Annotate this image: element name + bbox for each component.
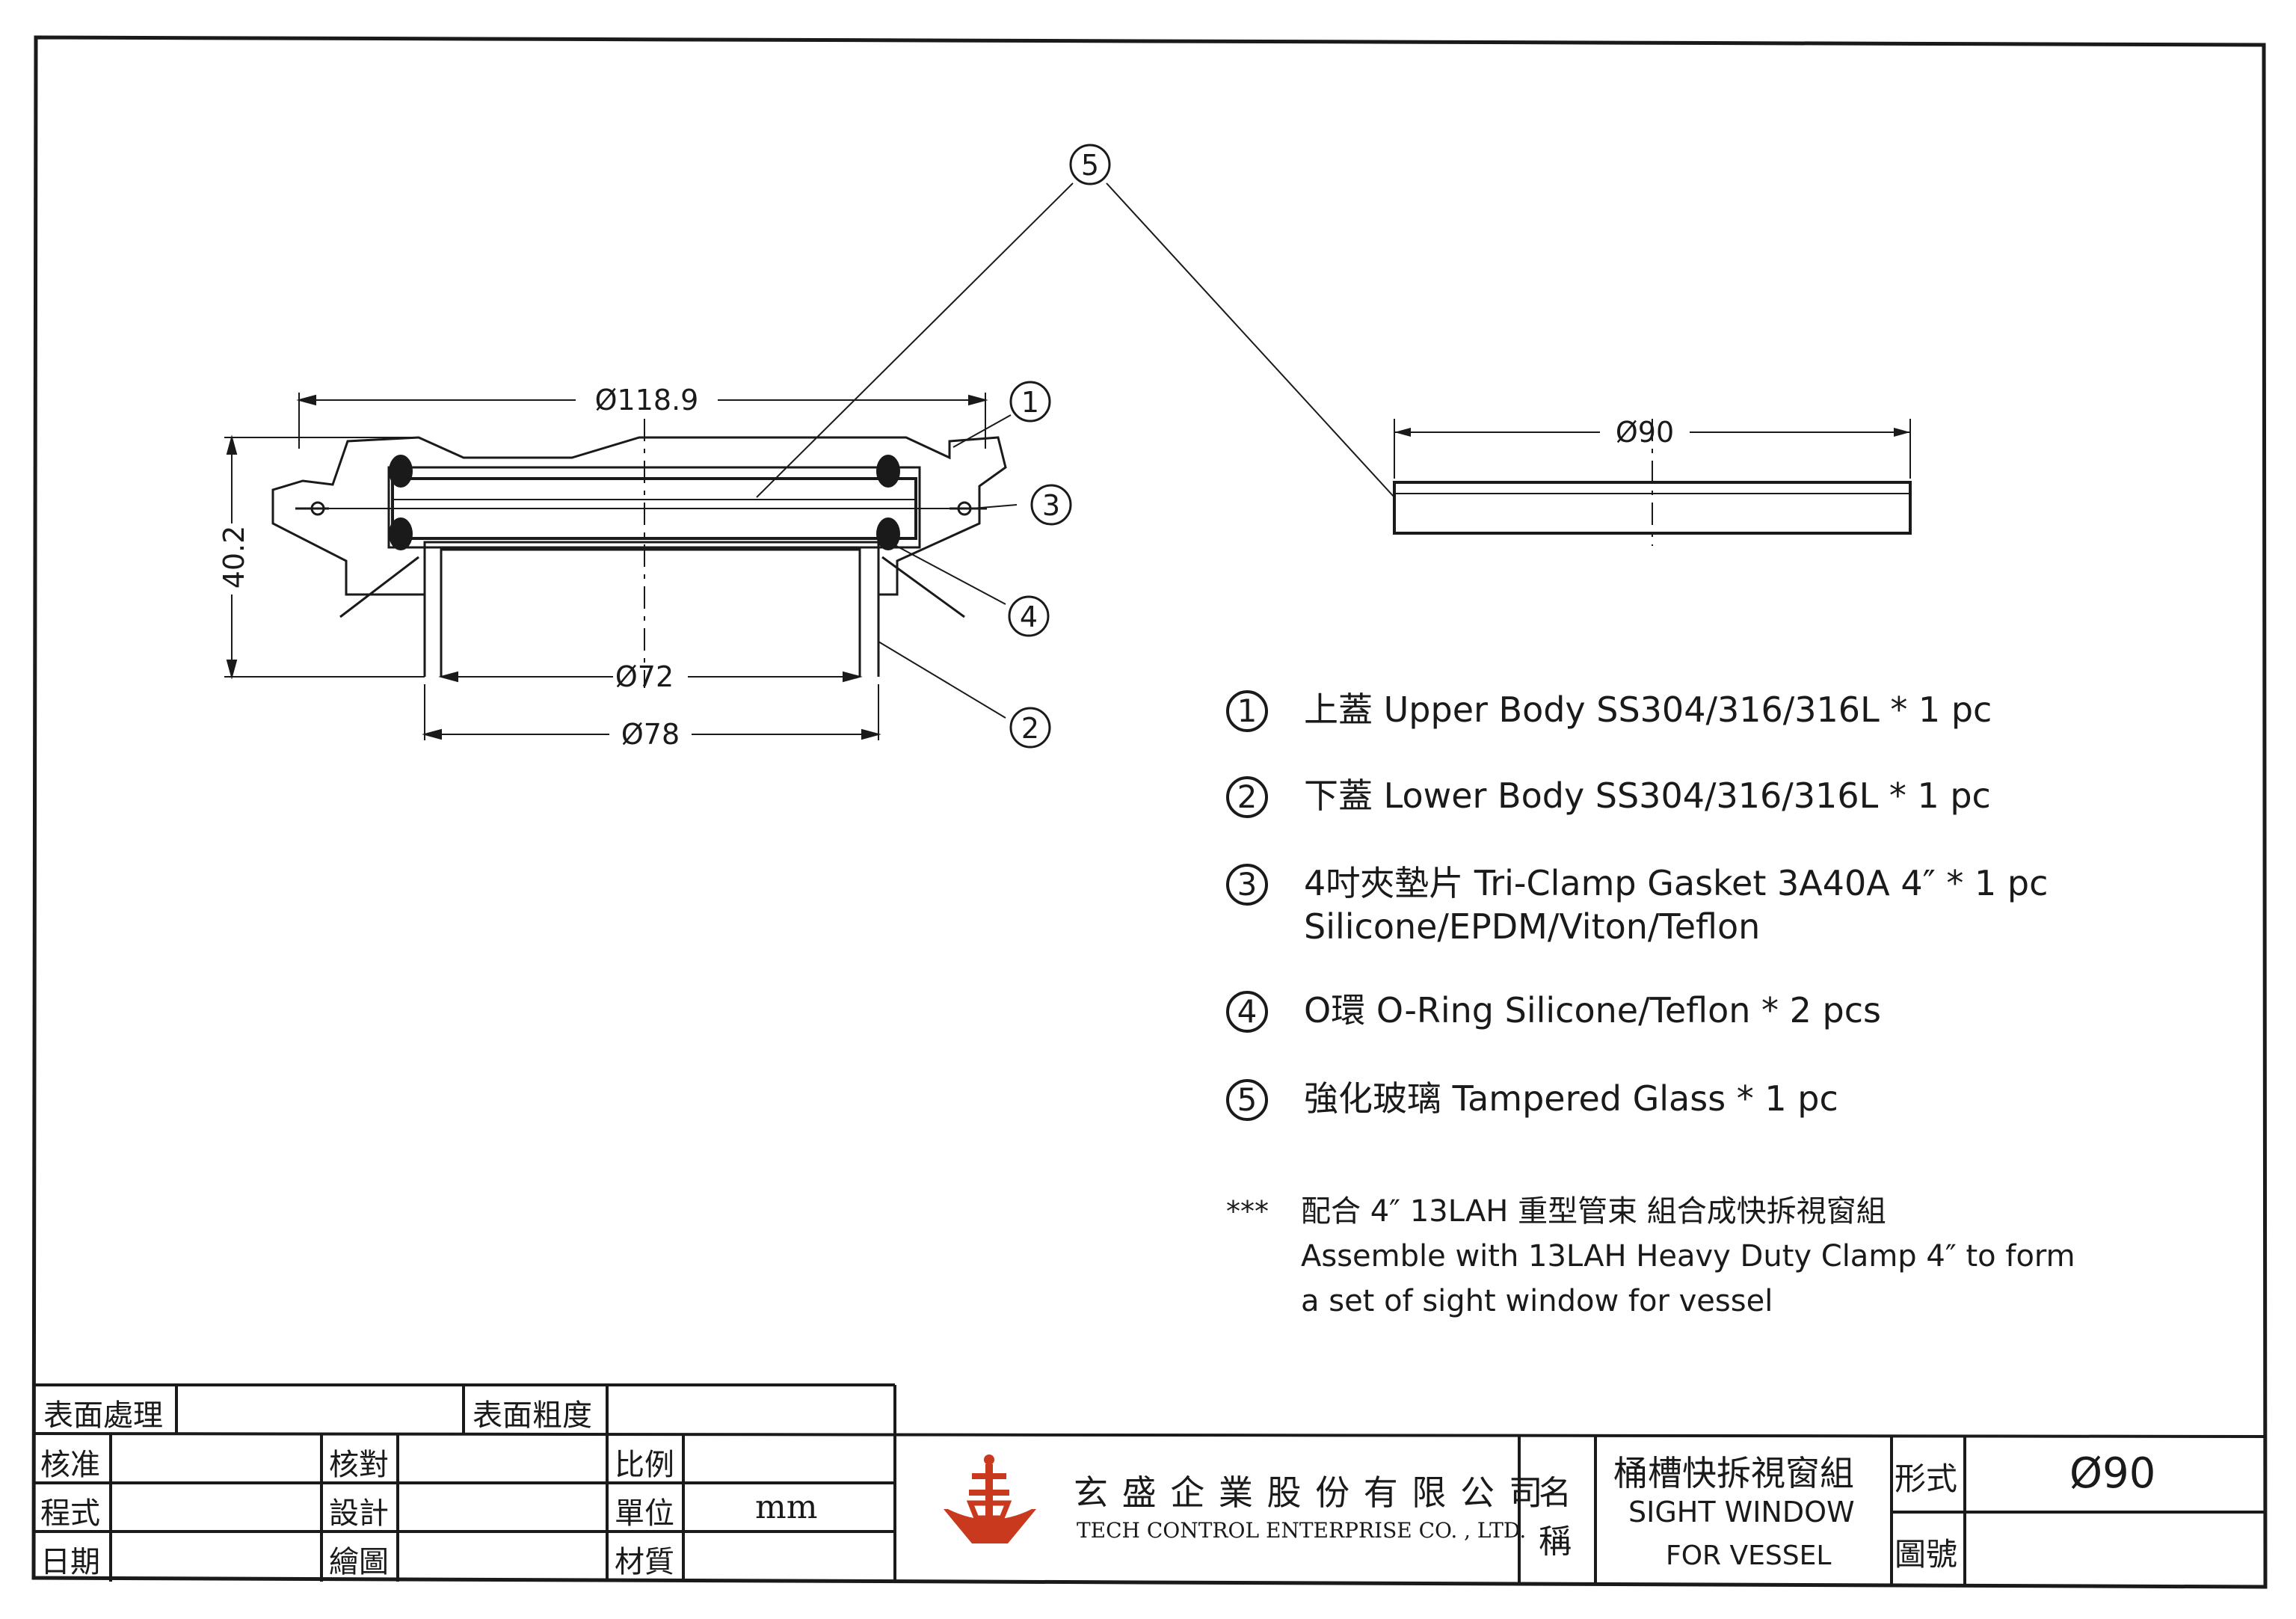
part-item-3: 3 4吋夾墊片 Tri-Clamp Gasket 3A40A 4″ * 1 pc… [1226,863,2048,950]
leader-lines [756,182,1395,719]
product-name-cn: 桶槽快拆視窗組 [1613,1453,1854,1493]
label-type: 形式 [1895,1460,1958,1497]
label-surface-roughness: 表面粗度 [473,1398,592,1433]
company-name-en: TECH CONTROL ENTERPRISE CO. , LTD. [1077,1518,1527,1543]
o-ring-right-top [876,455,900,488]
label-date: 日期 [40,1545,100,1579]
product-name-en-1: SIGHT WINDOW [1628,1496,1855,1529]
label-name-2: 稱 [1539,1523,1572,1561]
company-logo [944,1454,1036,1543]
svg-text:4: 4 [1020,600,1038,633]
title-block-grid [33,1383,2265,1584]
svg-text:1: 1 [1021,386,1039,419]
part-number-2: 2 [1226,776,1268,818]
note-line-2: Assemble with 13LAH Heavy Duty Clamp 4″ … [1301,1239,2075,1274]
part-text-2: 下蓋 Lower Body SS304/316/316L * 1 pc [1304,775,1991,816]
part-number-5: 5 [1226,1079,1268,1121]
label-material: 材質 [615,1545,674,1579]
part-item-4: 4 O環 O-Ring Silicone/Teflon * 2 pcs [1226,990,1881,1034]
o-ring-right-bottom [876,517,900,550]
label-scale: 比例 [615,1448,674,1482]
label-check: 核對 [329,1448,389,1482]
o-ring-left-bottom [389,517,413,550]
callout-5: 5 [1069,144,1111,185]
o-ring-left-top [389,455,413,488]
svg-text:2: 2 [1021,712,1039,745]
part-text-5: 強化玻璃 Tampered Glass * 1 pc [1304,1078,1838,1119]
dim-glass-diameter: Ø90 [1616,416,1674,449]
label-unit: 單位 [615,1496,674,1531]
part-item-2: 2 下蓋 Lower Body SS304/316/316L * 1 pc [1226,775,1991,820]
glass-detail [1393,419,1912,546]
sheet-border [31,35,2268,1589]
callout-1: 1 [1009,381,1051,423]
note-line-3: a set of sight window for vessel [1301,1284,1773,1318]
company-name-cn: 玄 盛 企 業 股 份 有 限 公 司 [1074,1472,1545,1513]
label-process: 程式 [40,1496,100,1531]
part-text-1: 上蓋 Upper Body SS304/316/316L * 1 pc [1304,689,1992,730]
label-approved: 核准 [40,1448,100,1482]
label-drawing: 繪圖 [329,1545,389,1579]
section-view [271,419,1007,688]
callout-3: 3 [1030,484,1072,526]
part-item-5: 5 強化玻璃 Tampered Glass * 1 pc [1226,1078,1838,1122]
part-number-4: 4 [1226,991,1268,1033]
svg-text:5: 5 [1081,149,1099,182]
unit-value: mm [755,1488,818,1526]
type-value: Ø90 [2069,1449,2156,1498]
label-drawing-no: 圖號 [1895,1536,1958,1573]
label-design: 設計 [329,1496,389,1531]
dim-inner-bore: Ø72 [615,660,674,693]
part-text-4: O環 O-Ring Silicone/Teflon * 2 pcs [1304,990,1882,1030]
dim-upper-width: Ø118.9 [595,384,699,417]
part-number-1: 1 [1226,690,1268,732]
dim-outer-bottom: Ø78 [621,718,680,751]
part-text-3-materials: Silicone/EPDM/Viton/Teflon [1304,906,1761,947]
dimension-lines [224,393,988,740]
callout-2: 2 [1009,707,1051,749]
product-name-en-2: FOR VESSEL [1666,1540,1832,1571]
svg-text:3: 3 [1042,489,1060,522]
label-surface-treatment: 表面處理 [43,1398,163,1433]
part-item-1: 1 上蓋 Upper Body SS304/316/316L * 1 pc [1226,689,1992,734]
label-name-1: 名 [1539,1474,1572,1512]
note-line-1: 配合 4″ 13LAH 重型管束 組合成快拆視窗組 [1301,1194,1886,1229]
part-text-3: 4吋夾墊片 Tri-Clamp Gasket 3A40A 4″ * 1 pc [1304,863,2049,903]
part-number-3: 3 [1226,864,1268,906]
dim-height: 40.2 [218,526,250,589]
note-marker: *** [1226,1195,1269,1228]
callout-4: 4 [1008,595,1050,637]
